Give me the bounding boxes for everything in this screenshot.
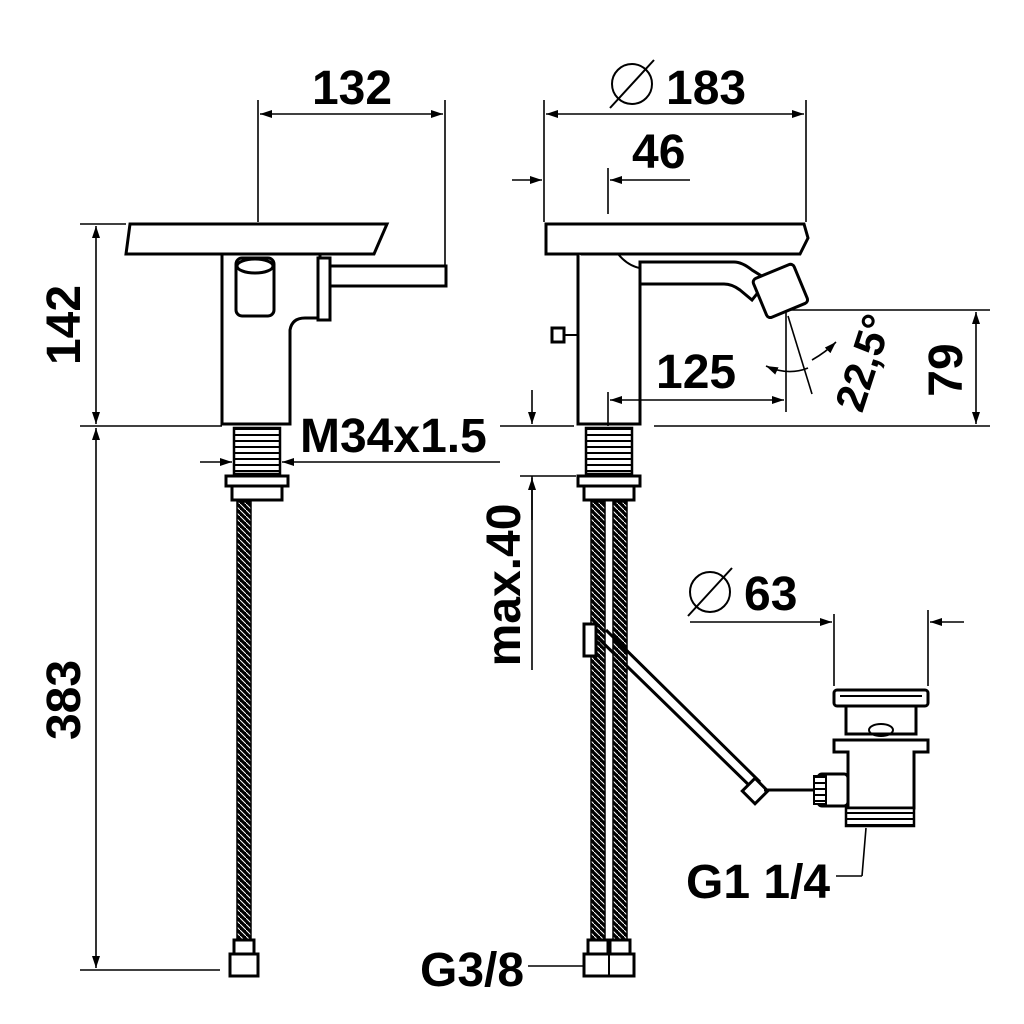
waste-thread-label: G1 1/4: [686, 856, 830, 909]
supply-hose-fitting: [232, 938, 256, 956]
rod-clamp: [740, 776, 770, 806]
diameter-symbol-63: [689, 571, 731, 613]
dim-63-label: 63: [744, 568, 797, 621]
top-plate: [124, 222, 390, 256]
pop-up-knob: [550, 326, 566, 344]
thread-m34-label: M34x1.5: [300, 410, 487, 463]
front-view: 183 46 125 22,5° 79 max.40: [420, 59, 990, 997]
dim-79-label: 79: [920, 343, 973, 396]
dim-142-label: 142: [38, 285, 91, 365]
waste-fitting: [813, 688, 930, 828]
diameter-symbol-183: [611, 63, 653, 105]
front-hose-left: [590, 501, 606, 943]
threaded-stem: [232, 426, 282, 476]
supply-hose-nut: [228, 952, 260, 978]
front-body-curve: [617, 253, 641, 269]
dim-183-label: 183: [666, 62, 746, 115]
supply-thread-label: G3/8: [420, 944, 524, 997]
angle-label: 22,5°: [826, 309, 901, 417]
max-40-label: max.40: [478, 504, 531, 667]
mounting-washer: [230, 484, 284, 502]
spout-outlet: [234, 256, 276, 318]
bidet-nozzle: [751, 262, 810, 320]
dim-383-label: 383: [38, 660, 91, 740]
front-mounting-washer: [582, 484, 636, 502]
side-view: 132 142 383 M34x1.5: [38, 62, 500, 978]
dim-46-label: 46: [632, 126, 685, 179]
dim-132-label: 132: [312, 62, 392, 115]
front-threaded-stem: [584, 426, 634, 476]
lever-collar: [316, 256, 332, 322]
pop-up-rod: [594, 634, 758, 794]
pop-up-clip: [582, 622, 598, 658]
lever-arm: [318, 264, 448, 288]
front-top-plate: [544, 222, 810, 256]
front-faucet-body: [576, 254, 771, 426]
front-hose-right: [612, 501, 628, 943]
dim-125-label: 125: [656, 346, 736, 399]
spout-ring: [235, 257, 275, 275]
supply-hose: [236, 501, 252, 943]
